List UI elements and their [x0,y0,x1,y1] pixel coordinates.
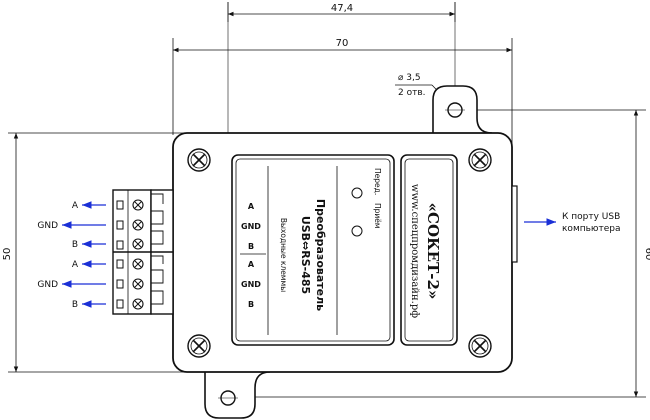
terminal-label: A [72,201,79,211]
brand-plate: «СОКЕТ-2» www.спецпромдизайн.рф [400,154,458,346]
terminal-label: GND [37,221,58,231]
terminals-caption: Выходные клеммы [279,218,288,292]
terminal-label: B [72,240,78,250]
device-title: Преобразователь [314,199,327,311]
dim-right-height: 60 [240,109,650,398]
panel-pin-label: GND [241,280,261,289]
panel-pin-label: GND [241,222,261,231]
terminal-block [112,189,174,315]
panel-pin-label: A [248,202,255,211]
terminal-arrows [61,201,106,308]
usb-connection-note: К порту USB компьютера [524,212,621,234]
dim-left-height-label: 50 [2,248,13,261]
screw-icon [468,334,492,358]
terminal-slots [116,200,124,309]
panel-pin-label: B [248,242,254,251]
led-tx-label: Перед. [373,168,382,195]
mounting-hole-bottom [218,390,238,406]
screw-icon [187,334,211,358]
screw-icon [187,148,211,172]
dim-overall-width-label: 70 [336,38,349,49]
terminal-screws [132,199,144,310]
mounting-hole-top [445,102,465,118]
panel-pin-label: B [248,300,254,309]
dim-top-width-label: 47,4 [331,3,353,14]
brand-website: www.спецпромдизайн.рф [409,184,420,318]
front-panel: A GND B A GND B Выходные клеммы Преобраз… [231,154,395,346]
hole-count-label: 2 отв. [398,88,426,98]
terminal-label: A [72,260,79,270]
led-rx-indicator [351,225,363,237]
dim-right-height-label: 60 [643,248,650,261]
screw-icon [468,148,492,172]
usb-note-line1: К порту USB [562,212,620,222]
panel-pin-label: A [248,260,255,269]
dim-left-height: 50 [2,132,190,373]
brand-name: «СОКЕТ-2» [424,203,442,300]
device-subtitle: USB⇔RS-485 [299,216,312,294]
dim-top-width: 47,4 [227,2,456,22]
hole-diameter-label: ⌀ 3,5 [398,73,421,83]
led-rx-label: Приём [373,203,382,229]
terminal-label: B [72,300,78,310]
usb-note-line2: компьютера [562,224,621,234]
led-tx-indicator [351,187,363,199]
terminal-label: GND [37,280,58,290]
terminal-labels: A GND B A GND B [37,201,78,310]
